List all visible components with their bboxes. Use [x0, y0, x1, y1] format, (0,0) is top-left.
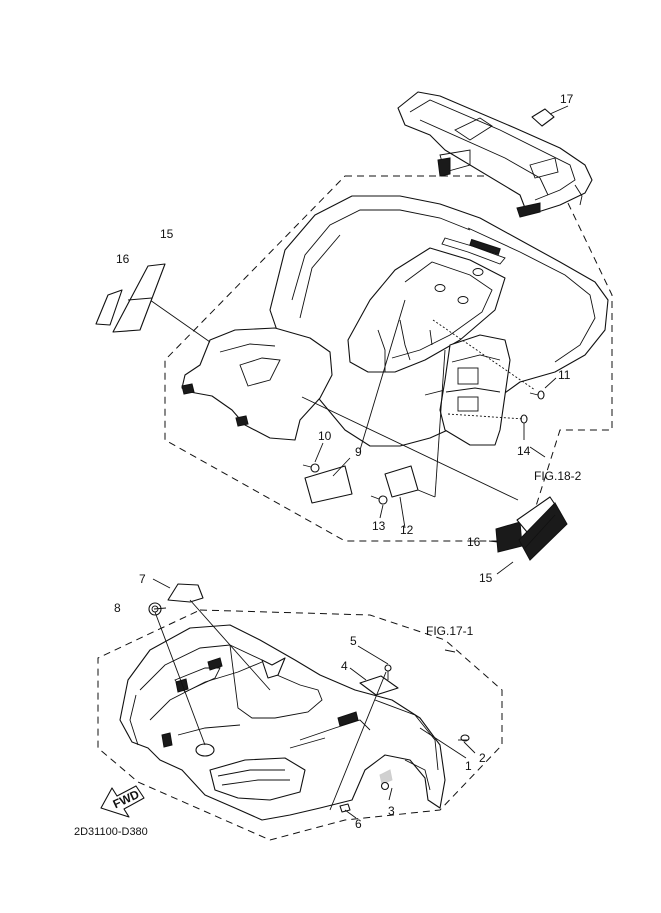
hood-badge [195, 743, 215, 757]
callout-12: 12 [400, 523, 414, 537]
diagram-code: 2D31100-D380 [74, 826, 148, 838]
label-4 [359, 675, 399, 696]
rivet-2 [458, 734, 470, 742]
callout-10: 10 [318, 429, 332, 443]
rivet-5 [384, 664, 392, 680]
callout-15b: 15 [479, 571, 493, 585]
callout-16b: 16 [467, 535, 481, 549]
grommet-3 [380, 781, 390, 791]
callout-16a: 16 [116, 252, 130, 266]
plate-9 [304, 465, 353, 504]
rear-fender-part [269, 195, 609, 447]
leader-15a [149, 299, 211, 343]
callout-4: 4 [341, 659, 348, 673]
decal-15a [112, 263, 166, 333]
fwd-arrow-icon: FWD [100, 785, 145, 818]
callout-17: 17 [560, 92, 574, 106]
figure-ref-front: FIG.17-1 [426, 624, 474, 638]
caution-label-17 [531, 108, 555, 127]
screw-13 [370, 495, 388, 505]
decal-16a [95, 289, 123, 326]
rear-left-side-cover [181, 327, 333, 441]
rear-side-panel [439, 334, 511, 446]
callout-13: 13 [372, 519, 386, 533]
callout-1: 1 [465, 759, 472, 773]
plate-12 [384, 465, 419, 498]
callout-6: 6 [355, 817, 362, 831]
rear-fender-group-outline [164, 175, 613, 542]
rear-carrier-part [397, 91, 593, 218]
front-fender-part [119, 624, 446, 821]
callout-8: 8 [114, 601, 121, 615]
callout-9: 9 [355, 445, 362, 459]
callout-2: 2 [479, 751, 486, 765]
bolt-11 [529, 390, 545, 400]
callout-11: 11 [558, 368, 571, 382]
clip-6 [339, 803, 351, 813]
callout-3: 3 [388, 804, 395, 818]
callout-7: 7 [139, 572, 146, 586]
screw-10 [302, 463, 320, 473]
callout-5: 5 [350, 634, 357, 648]
decal-group-right [495, 496, 568, 561]
cap-7 [167, 583, 204, 603]
callout-15a: 15 [160, 227, 174, 241]
figure-ref-rear: FIG.18-2 [534, 469, 582, 483]
leader-16-15-b [301, 396, 519, 501]
front-fender-group-outline [97, 609, 503, 841]
callout-14: 14 [517, 444, 531, 458]
